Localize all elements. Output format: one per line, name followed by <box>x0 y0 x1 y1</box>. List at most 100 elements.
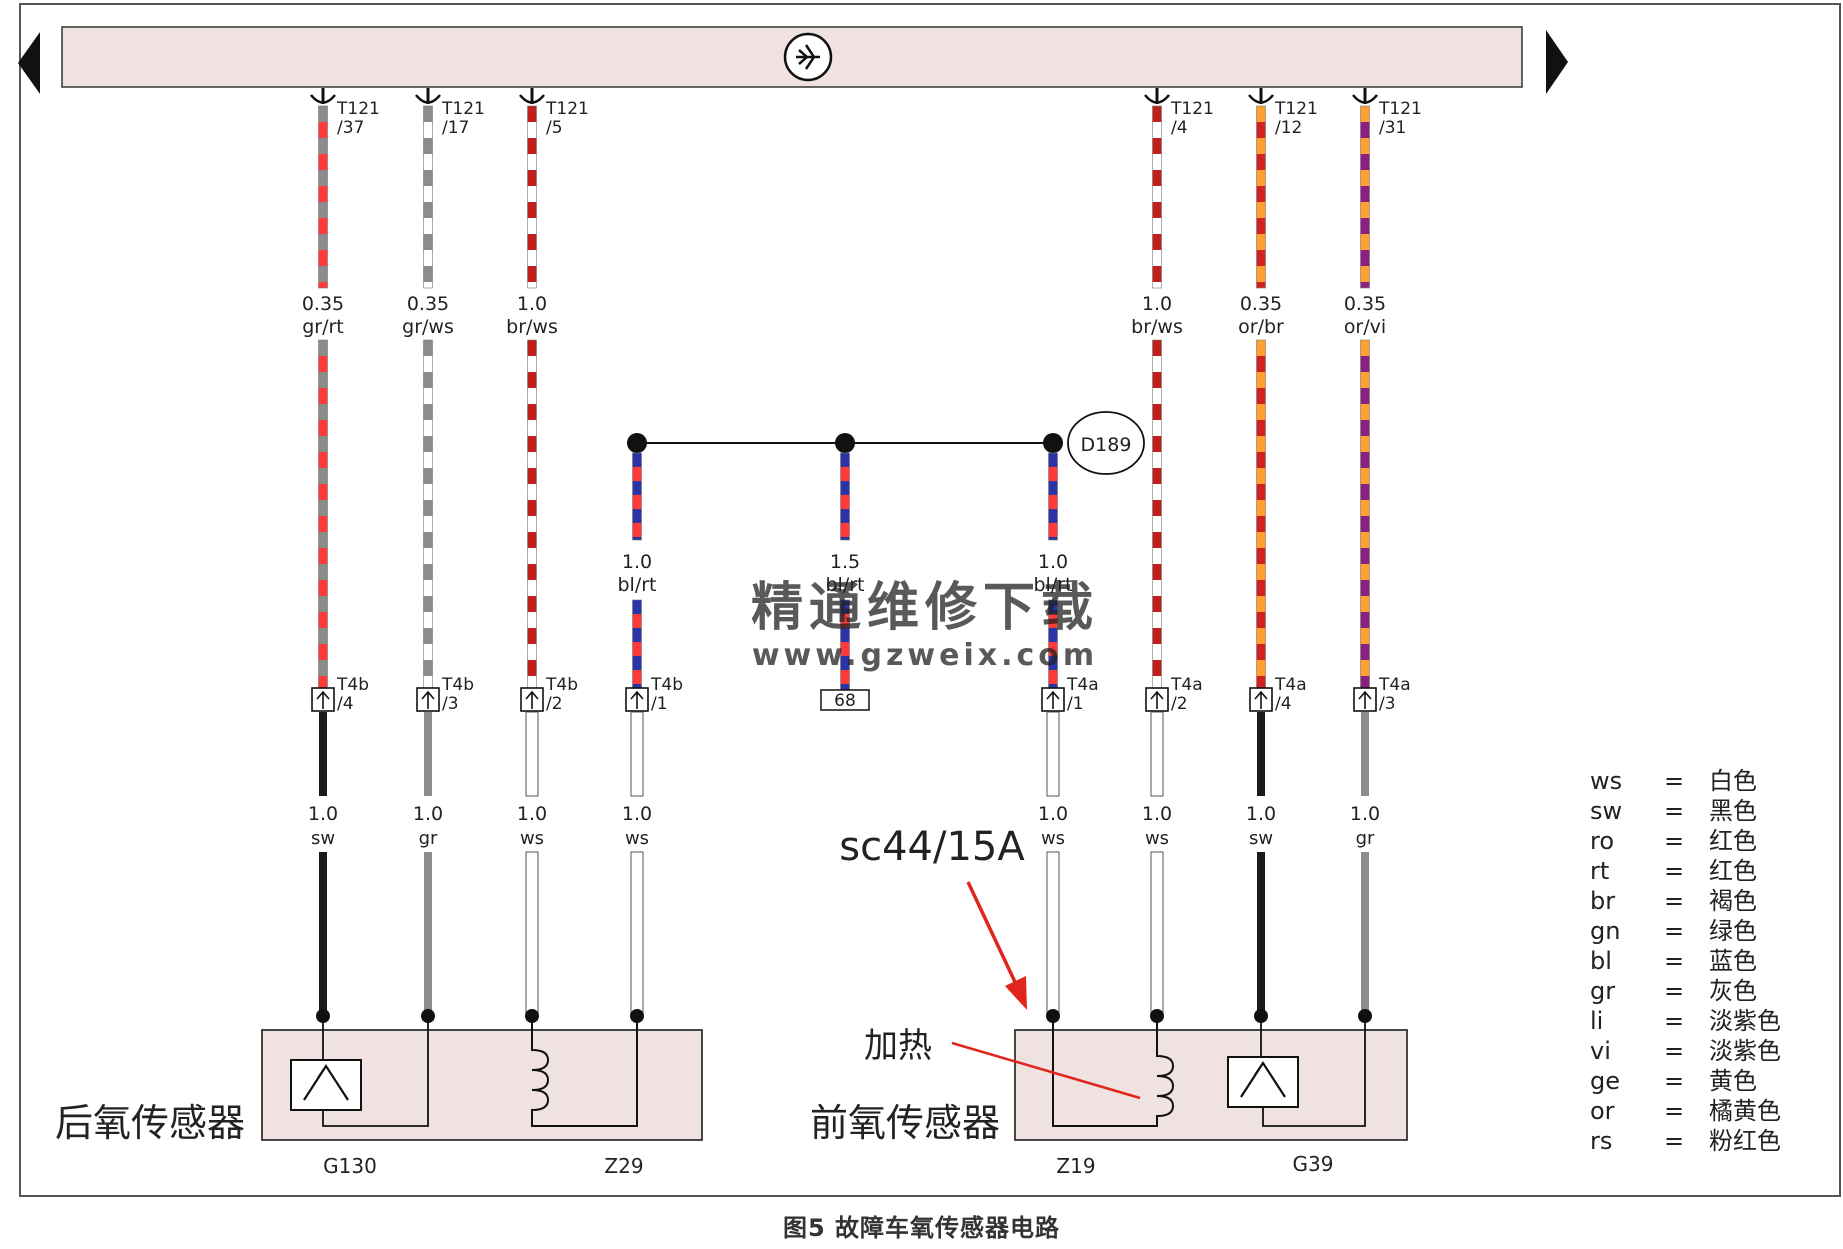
top-wire-lower <box>1256 339 1266 689</box>
lambda-sensor-icon <box>290 1059 362 1111</box>
watermark-text: 精通维修下载 <box>751 578 1099 638</box>
splice-dot <box>1043 433 1063 453</box>
heater-coil-icon <box>531 1016 638 1127</box>
watermark-url: www.gzweix.com <box>752 638 1098 673</box>
connector-pin-label: /2 <box>1171 694 1188 714</box>
wire-gauge-label: 1.0 <box>308 803 338 825</box>
legend-color-name: 灰色 <box>1709 977 1757 1005</box>
wire-color-code-label: br/ws <box>506 316 558 338</box>
legend-equals: = <box>1664 857 1684 885</box>
connector-pin-label: /3 <box>1379 694 1396 714</box>
bottom-wire-lower <box>1150 851 1164 1017</box>
wire-pin-label: /4 <box>1171 118 1188 138</box>
top-wire-upper <box>527 105 537 289</box>
connector-pin-label: /1 <box>651 694 668 714</box>
fuse-arrow <box>966 881 1017 983</box>
top-wire-upper <box>1256 105 1266 289</box>
legend-equals: = <box>1664 1067 1684 1095</box>
wire-color-code-label: gr/ws <box>402 316 454 338</box>
connector-symbol <box>416 687 440 712</box>
wire-pin-symbol <box>1248 88 1274 104</box>
wire-connector-label: T121 <box>1274 99 1318 119</box>
top-wire-upper <box>1152 105 1162 289</box>
wire-pin-symbol <box>1144 88 1170 104</box>
lambda-sensor-icon <box>1227 1056 1299 1108</box>
heating-pointer-line <box>951 1041 1141 1100</box>
connector-symbol <box>625 687 649 712</box>
bottom-wire-upper <box>319 712 327 796</box>
legend-color-name: 橘黄色 <box>1709 1097 1781 1125</box>
wire-connector-label: T121 <box>336 99 380 119</box>
connector-pin-label: /2 <box>546 694 563 714</box>
top-wire-lower <box>423 339 433 689</box>
splice-dot <box>835 433 855 453</box>
heater-coil-icon <box>1052 1016 1175 1127</box>
wire-pin-symbol <box>519 88 545 104</box>
wire-color-code-label: sw <box>311 828 335 849</box>
diagram-frame <box>19 3 1841 1197</box>
bottom-wire-lower <box>1046 851 1060 1017</box>
wire-gauge-label: 1.0 <box>517 803 547 825</box>
legend-code: rs <box>1590 1127 1612 1155</box>
wire-color-code-label: gr <box>419 828 438 849</box>
connector-name-label: T4b <box>336 675 369 695</box>
connector-name-label: T4a <box>1378 675 1411 695</box>
rear-oxygen-sensor-box <box>261 1016 703 1141</box>
bottom-wire-lower <box>424 852 432 1016</box>
connector-name-label: T4a <box>1170 675 1203 695</box>
wire-color-code-label: bl/rt <box>825 574 864 596</box>
legend-code: rt <box>1590 857 1609 885</box>
ground-point-label: D189 <box>1081 434 1132 456</box>
front-oxygen-sensor-box <box>1014 1016 1408 1141</box>
legend-color-name: 白色 <box>1709 767 1757 795</box>
wire-gauge-label: 1.0 <box>622 803 652 825</box>
legend-equals: = <box>1664 1037 1684 1065</box>
control-unit-bus <box>61 26 1523 88</box>
connector-symbol <box>1249 687 1273 712</box>
ground-wire-upper <box>1048 452 1058 541</box>
bottom-wire-lower <box>525 851 539 1017</box>
wire-pin-label: /17 <box>442 118 469 138</box>
bottom-wire-lower <box>1361 852 1369 1016</box>
legend-equals: = <box>1664 797 1684 825</box>
legend-color-name: 黄色 <box>1709 1067 1757 1095</box>
ground-terminal-label: 68 <box>834 691 856 711</box>
legend-equals: = <box>1664 827 1684 855</box>
legend-code: vi <box>1590 1037 1611 1065</box>
connector-name-label: T4b <box>441 675 474 695</box>
fuse-annotation: sc44/15A <box>839 824 1025 870</box>
wire-gauge-label: 0.35 <box>302 293 344 315</box>
wire-gauge-label: 1.5 <box>830 551 860 573</box>
wire-connector-label: T121 <box>441 99 485 119</box>
wire-color-code-label: bl/rt <box>1033 574 1072 596</box>
wire-color-code-label: or/vi <box>1344 316 1386 338</box>
wire-gauge-label: 1.0 <box>1246 803 1276 825</box>
bottom-wire-lower <box>1257 852 1265 1016</box>
legend-code: br <box>1590 887 1615 915</box>
wire-color-code-label: gr/rt <box>302 316 344 338</box>
front-sensor-id: G39 <box>1293 1152 1334 1176</box>
legend-color-name: 绿色 <box>1709 917 1757 945</box>
connector-symbol <box>311 687 335 712</box>
legend-color-name: 蓝色 <box>1709 947 1757 975</box>
wire-color-code-label: br/ws <box>1131 316 1183 338</box>
wire-gauge-label: 1.0 <box>1038 803 1068 825</box>
connector-name-label: T4a <box>1274 675 1307 695</box>
legend-color-name: 红色 <box>1709 857 1757 885</box>
bottom-wire-upper <box>1046 711 1060 797</box>
front-heater-id: Z19 <box>1056 1154 1095 1178</box>
legend-equals: = <box>1664 947 1684 975</box>
legend-code: gr <box>1590 977 1615 1005</box>
wire-gauge-label: 1.0 <box>1038 551 1068 573</box>
legend-equals: = <box>1664 887 1684 915</box>
bottom-wire-upper <box>1150 711 1164 797</box>
bus-left-arrow <box>18 32 40 94</box>
ground-wire-lower <box>632 599 642 689</box>
bottom-wire-upper <box>1361 712 1369 796</box>
legend-code: ro <box>1590 827 1614 855</box>
wire-pin-symbol <box>310 88 336 104</box>
wire-gauge-label: 0.35 <box>1344 293 1386 315</box>
legend-code: ws <box>1590 767 1622 795</box>
connector-pin-label: /4 <box>337 694 354 714</box>
